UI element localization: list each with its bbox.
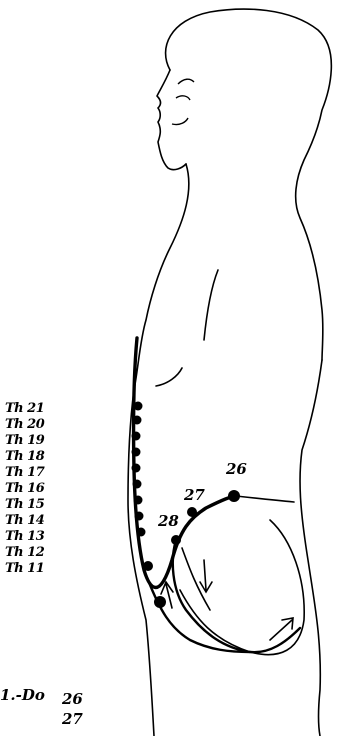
bottom-label-27: 27	[62, 712, 83, 727]
label-th17: Th 17	[5, 466, 44, 479]
point-26	[228, 490, 240, 502]
label-point-28: 28	[158, 514, 179, 529]
point-27	[187, 507, 197, 517]
point-th11	[154, 596, 166, 608]
eye-icon	[176, 96, 190, 100]
label-th15: Th 15	[5, 498, 44, 511]
bottom-label-prefix: 1.-Do	[0, 688, 45, 703]
face-profile	[157, 70, 186, 170]
point-th12	[143, 561, 153, 571]
meridian-branch-top	[236, 496, 294, 502]
label-point-27: 27	[184, 488, 205, 503]
label-th21: Th 21	[5, 402, 44, 415]
point-th15	[134, 496, 143, 505]
point-th16	[133, 480, 142, 489]
label-th16: Th 16	[5, 482, 44, 495]
eye-and-nose	[172, 79, 194, 124]
point-th20	[133, 416, 142, 425]
label-th19: Th 19	[5, 434, 44, 447]
meridian-main	[134, 338, 236, 588]
label-th13: Th 13	[5, 530, 44, 543]
label-th11: Th 11	[5, 562, 44, 575]
point-th18	[132, 448, 141, 457]
eyebrow	[178, 79, 194, 84]
bottom-label-26: 26	[62, 692, 83, 707]
label-th14: Th 14	[5, 514, 44, 527]
point-th13	[137, 528, 146, 537]
label-th20: Th 20	[5, 418, 44, 431]
point-th14	[135, 512, 144, 521]
throat-chest-front	[134, 164, 189, 390]
head-outline	[166, 9, 332, 360]
label-th12: Th 12	[5, 546, 44, 559]
nose-line	[172, 118, 188, 125]
torso-inner-line	[204, 270, 218, 340]
lower-contour	[180, 590, 250, 652]
body-outline	[128, 9, 331, 736]
point-th21	[134, 402, 143, 411]
point-th19	[132, 432, 141, 441]
arrow-down-icon	[200, 560, 212, 592]
label-th18: Th 18	[5, 450, 44, 463]
label-point-26: 26	[226, 462, 247, 477]
chest-mark	[156, 368, 182, 386]
point-th17	[132, 464, 141, 473]
torso-back	[300, 360, 322, 736]
point-28	[171, 535, 181, 545]
meridian-loop	[173, 540, 300, 652]
